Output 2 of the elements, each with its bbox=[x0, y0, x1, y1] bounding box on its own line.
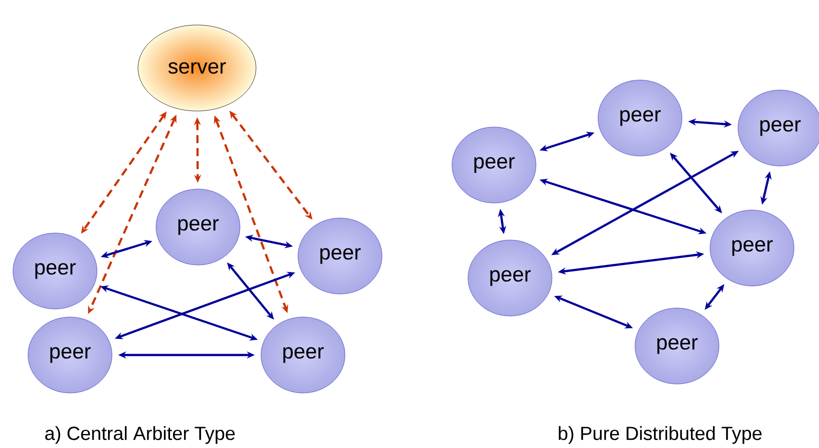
caption: a) Central Arbiter Type bbox=[45, 426, 235, 444]
caption: b) Pure Distributed Type bbox=[558, 426, 762, 444]
